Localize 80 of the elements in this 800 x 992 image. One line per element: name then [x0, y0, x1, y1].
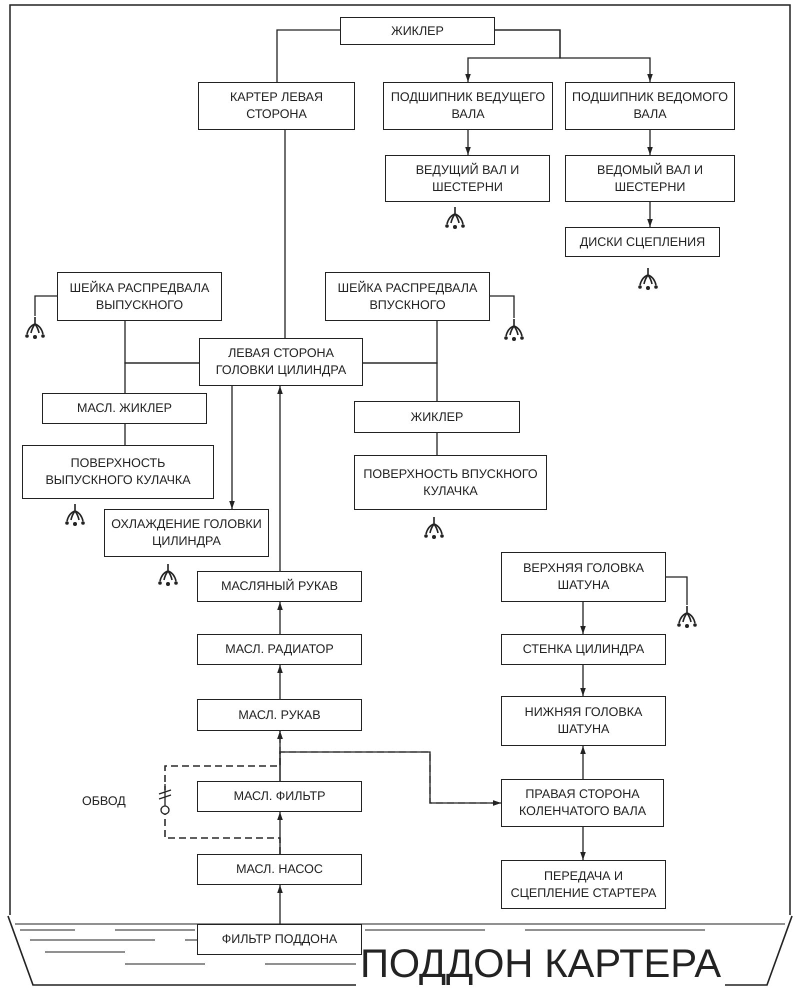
box-label: МАСЛЯНЫЙ РУКАВ	[221, 578, 338, 595]
connector-line	[436, 433, 438, 455]
connector-line	[276, 29, 340, 82]
connector-line	[34, 295, 57, 316]
oil-splash-icon	[503, 318, 525, 342]
oil-splash-icon	[676, 605, 698, 629]
process-box	[501, 634, 666, 665]
box-label: НИЖНЯЯ ГОЛОВКА ШАТУНА	[524, 704, 644, 738]
box-label: СТЕНКА ЦИЛИНДРА	[522, 641, 644, 658]
process-box	[197, 699, 362, 731]
process-box	[57, 272, 222, 321]
process-box	[385, 155, 550, 202]
process-box	[565, 82, 735, 130]
box-label: МАСЛ. РАДИАТОР	[225, 641, 334, 658]
box-label: ЛЕВАЯ СТОРОНА ГОЛОВКИ ЦИЛИНДРА	[214, 345, 348, 379]
arrow	[647, 202, 653, 227]
arrow	[277, 386, 283, 571]
process-box	[199, 338, 363, 386]
box-label: ВЕДУЩИЙ ВАЛ И ШЕСТЕРНИ	[414, 162, 520, 196]
box-label: ШЕЙКА РАСПРЕДВАЛА ВПУСКНОГО	[336, 280, 478, 314]
box-label: МАСЛ. РУКАВ	[238, 706, 321, 724]
box-label: ФИЛЬТР ПОДДОНА	[222, 931, 338, 948]
process-box	[197, 634, 362, 665]
process-box	[325, 272, 490, 321]
process-box	[340, 17, 495, 45]
box-label: МАСЛ. НАСОС	[236, 861, 323, 878]
process-box	[197, 924, 362, 955]
connector-line	[284, 130, 286, 338]
process-box	[354, 401, 520, 433]
process-box	[198, 82, 355, 130]
box-label: ОХЛАЖДЕНИЕ ГОЛОВКИ ЦИЛИНДРА	[111, 516, 262, 550]
connector-line	[363, 362, 438, 401]
arrow	[647, 130, 653, 155]
connector-line	[490, 295, 515, 318]
oil-splash-icon	[24, 316, 46, 340]
box-label: МАСЛ. ЖИКЛЕР	[77, 400, 172, 417]
box-label: ПОДШИПНИК ВЕДУЩЕГО ВАЛА	[390, 89, 546, 123]
box-label: ЖИКЛЕР	[410, 408, 464, 426]
arrow	[580, 665, 586, 696]
box-label: ВЕРХНЯЯ ГОЛОВКА ШАТУНА	[522, 560, 645, 594]
arrow	[279, 751, 501, 806]
arrow	[580, 746, 586, 779]
connector-line	[124, 362, 199, 393]
process-box	[354, 455, 547, 510]
connector-line	[124, 424, 126, 445]
process-box	[565, 227, 720, 257]
box-label: МАСЛ. ФИЛЬТР	[234, 788, 326, 805]
connector-line	[666, 576, 688, 605]
box-label: ЖИКЛЕР	[391, 22, 444, 40]
box-label: ПОДШИПНИК ВЕДОМОГО ВАЛА	[572, 89, 728, 123]
box-label: КАРТЕР ЛЕВАЯ СТОРОНА	[228, 89, 324, 123]
process-box	[565, 155, 735, 202]
box-label: ВЕДОМЫЙ ВАЛ И ШЕСТЕРНИ	[596, 162, 704, 196]
process-box	[197, 854, 362, 885]
bypass-label: ОБВОД	[82, 794, 126, 808]
arrow	[277, 602, 283, 634]
box-label: ПОВЕРХНОСТЬ ВЫПУСКНОГО КУЛАЧКА	[44, 455, 192, 489]
process-box	[104, 509, 269, 557]
process-box	[501, 696, 666, 746]
process-box	[22, 445, 214, 499]
arrow	[580, 602, 586, 634]
box-label: ШЕЙКА РАСПРЕДВАЛА ВЫПУСКНОГО	[68, 280, 210, 314]
box-label: ДИСКИ СЦЕПЛЕНИЯ	[580, 234, 706, 250]
arrow	[580, 827, 586, 860]
process-box	[501, 860, 666, 909]
arrow	[465, 130, 471, 155]
arrow	[277, 665, 283, 699]
box-label: ПОВЕРХНОСТЬ ВПУСКНОГО КУЛАЧКА	[362, 466, 539, 500]
arrow	[495, 29, 653, 82]
process-box	[42, 393, 207, 424]
process-box	[197, 781, 362, 812]
arrow	[229, 386, 235, 509]
dashed-arrow	[164, 751, 501, 854]
process-box	[501, 552, 666, 602]
arrow	[277, 885, 283, 924]
process-box	[501, 779, 664, 827]
box-label: ПРАВАЯ СТОРОНА КОЛЕНЧАТОГО ВАЛА	[518, 786, 648, 820]
process-box	[197, 571, 362, 602]
process-box	[383, 82, 553, 130]
box-label: ПЕРЕДАЧА И СЦЕПЛЕНИЕ СТАРТЕРА	[510, 868, 658, 902]
